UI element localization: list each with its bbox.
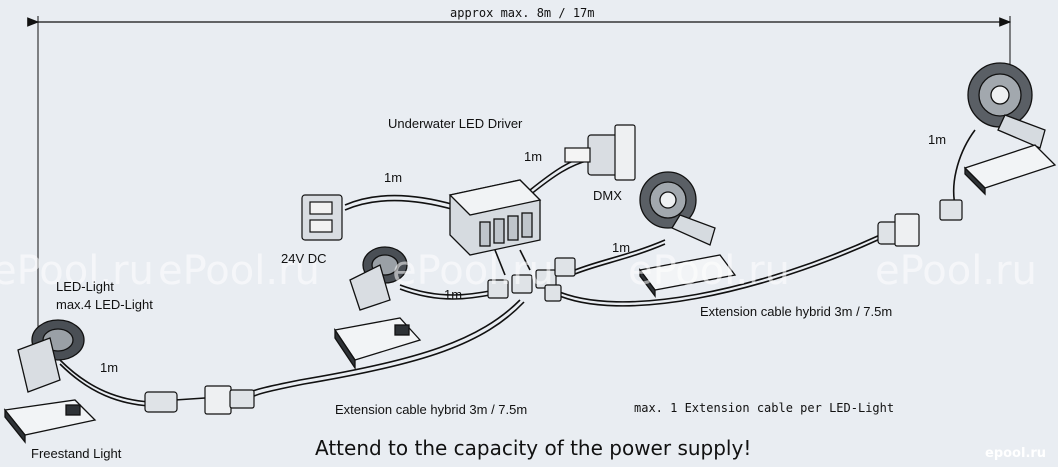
cable-length-label: 1m [928, 132, 947, 147]
led-light-max-label: max.4 LED-Light [56, 297, 153, 312]
cables [59, 129, 976, 407]
dmx-connector [564, 124, 636, 181]
watermark: ePool.ru [628, 248, 790, 294]
cable-length-label: 1m [612, 240, 631, 255]
dc-connector [301, 194, 343, 241]
cable-length-label: 1m [100, 360, 119, 375]
junction-connectors [487, 257, 576, 302]
led-light-label: LED-Light [56, 279, 114, 294]
dc-label: 24V DC [281, 251, 327, 266]
led-driver-box [448, 179, 542, 256]
extension-cable-right-label: Extension cable hybrid 3m / 7.5m [700, 304, 893, 319]
cable-length-label: 1m [524, 149, 543, 164]
dimension-label: approx max. 8m / 17m [450, 6, 595, 20]
watermark: ePool.ru [875, 248, 1037, 294]
control-box-center [333, 317, 422, 371]
extension-connector-right [877, 199, 963, 247]
power-supply-note: Attend to the capacity of the power supp… [315, 436, 752, 460]
freestand-light [3, 319, 97, 444]
cable-length-label: 1m [444, 287, 463, 302]
watermark: ePool.ru [0, 248, 154, 294]
driver-label: Underwater LED Driver [388, 116, 523, 131]
dimension-line [27, 16, 1012, 330]
stand-light-far-right [963, 62, 1057, 196]
extension-connector-bottom [144, 385, 255, 415]
stand-light-center-right [638, 171, 737, 298]
freestand-label: Freestand Light [31, 446, 122, 461]
spot-light-center-left [349, 246, 408, 311]
watermark: ePool.ru [158, 248, 320, 294]
watermark: ePool.ru [392, 248, 554, 294]
brand-logo: epool.ru [985, 446, 1047, 461]
dmx-label: DMX [593, 188, 622, 203]
extension-cable-bottom-label: Extension cable hybrid 3m / 7.5m [335, 402, 528, 417]
max-extension-note: max. 1 Extension cable per LED-Light [634, 401, 895, 415]
cable-length-label: 1m [384, 170, 403, 185]
